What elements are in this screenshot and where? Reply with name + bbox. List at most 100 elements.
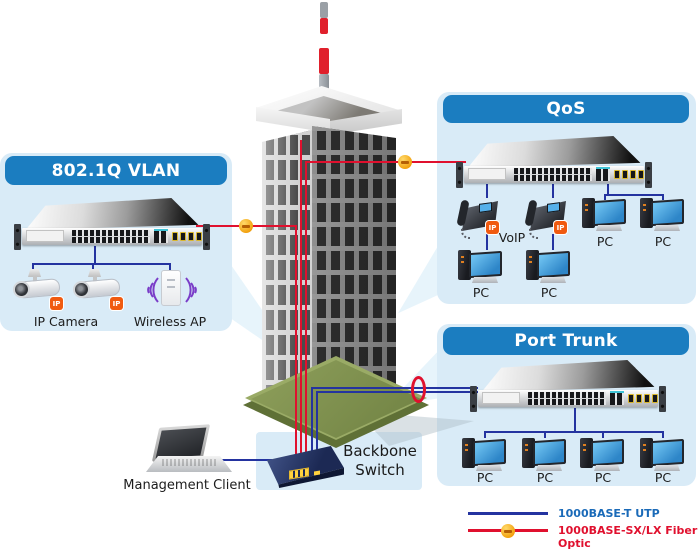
switch-label-area — [26, 230, 64, 242]
wifi-waves-icon — [147, 277, 159, 303]
switch-top-face — [467, 136, 641, 168]
utp-line — [552, 234, 554, 250]
phone-screen — [479, 202, 492, 213]
switch-sfp-slots — [614, 170, 644, 179]
utp-line — [604, 194, 664, 196]
switch-uplink-ports — [154, 229, 168, 243]
utp-line-management — [198, 459, 272, 461]
pc-monitor — [591, 438, 624, 467]
pc — [578, 436, 628, 474]
pc-tower — [462, 438, 475, 468]
pc-monitor — [473, 438, 506, 467]
utp-line — [32, 263, 171, 265]
switch-uplink-ports — [596, 167, 610, 181]
switch-sfp-slots — [628, 394, 658, 403]
rack-ear — [203, 224, 210, 250]
camera-stem — [93, 276, 97, 282]
camera-lens — [73, 281, 90, 298]
phone-cord — [529, 228, 539, 239]
pc-label: PC — [476, 470, 494, 485]
qos-switch — [456, 136, 652, 190]
rack-ear — [645, 162, 652, 188]
utp-line — [662, 194, 664, 200]
voip-phone: IP — [456, 197, 500, 239]
utp-line — [544, 431, 546, 438]
utp-line — [169, 263, 171, 272]
building-left-face — [262, 130, 312, 398]
legend-utp-label: 1000BASE-T UTP — [558, 507, 660, 520]
switch-front-face — [22, 228, 202, 245]
utp-line — [484, 431, 486, 438]
utp-line — [607, 184, 609, 195]
switch-top-face — [481, 360, 655, 392]
laptop-base — [146, 456, 232, 472]
utp-line-vertical — [316, 391, 318, 456]
management-laptop — [146, 424, 234, 480]
utp-line — [552, 184, 554, 198]
fiber-line-vertical — [295, 225, 297, 456]
legend-utp-line — [468, 512, 548, 515]
qos-banner: QoS — [443, 95, 689, 123]
pc-keyboard — [594, 465, 620, 471]
vlan-switch — [14, 198, 210, 252]
utp-line — [32, 263, 34, 272]
pc — [524, 248, 574, 286]
pc-tower — [522, 438, 535, 468]
pc — [638, 196, 688, 234]
pc — [460, 436, 510, 474]
beam-shape — [398, 246, 438, 314]
camera-label: IP Camera — [33, 314, 99, 329]
pc-keyboard — [654, 225, 680, 231]
pc-label: PC — [654, 470, 672, 485]
pc — [520, 436, 570, 474]
utp-line — [484, 431, 664, 433]
pc-monitor — [469, 250, 502, 279]
pc-tower — [640, 198, 653, 228]
utp-line — [486, 234, 488, 250]
backbone-switch — [262, 446, 344, 488]
trunk-switch — [470, 360, 666, 414]
utp-trunk-line — [316, 391, 478, 393]
pc-monitor — [533, 438, 566, 467]
pc-tower — [458, 250, 471, 280]
pc-monitor — [651, 438, 684, 467]
switch-label-area — [482, 392, 520, 404]
pc-tower — [582, 198, 595, 228]
ip-camera: IP — [72, 268, 126, 314]
phone-cord — [461, 228, 471, 239]
rack-ear — [14, 224, 21, 250]
ip-badge: IP — [554, 221, 567, 234]
pc-monitor — [537, 250, 570, 279]
rack-ear — [659, 386, 666, 412]
pc-label: PC — [594, 470, 612, 485]
switch-uplink-ports — [610, 391, 624, 405]
pc-tower — [526, 250, 539, 280]
utp-line — [574, 408, 576, 433]
pc-tower — [640, 438, 653, 468]
pc — [456, 248, 506, 286]
ip-badge: IP — [110, 297, 123, 310]
voip-label: VoIP — [498, 230, 526, 245]
pc-keyboard — [472, 277, 498, 283]
wireless-ap — [138, 268, 204, 318]
rack-ear — [456, 162, 463, 188]
fiber-line-vertical — [305, 161, 307, 456]
management-label: Management Client — [123, 478, 251, 493]
camera-mount — [28, 269, 41, 277]
pc-keyboard — [476, 465, 502, 471]
voip-phone: IP — [524, 197, 568, 239]
ip-camera: IP — [12, 268, 66, 314]
pc-tower — [580, 438, 593, 468]
switch-ports — [514, 168, 592, 181]
pc — [580, 196, 630, 234]
antenna-band — [320, 18, 328, 34]
antenna-tip — [320, 2, 328, 18]
fiber-line-vertical — [300, 140, 302, 456]
switch-front-face — [464, 166, 644, 183]
fiber-line-qos — [306, 161, 466, 163]
backbone-label: Backbone Switch — [343, 442, 417, 479]
pc-label: PC — [596, 234, 614, 249]
pc-keyboard — [536, 465, 562, 471]
switch-top-face — [25, 198, 199, 230]
